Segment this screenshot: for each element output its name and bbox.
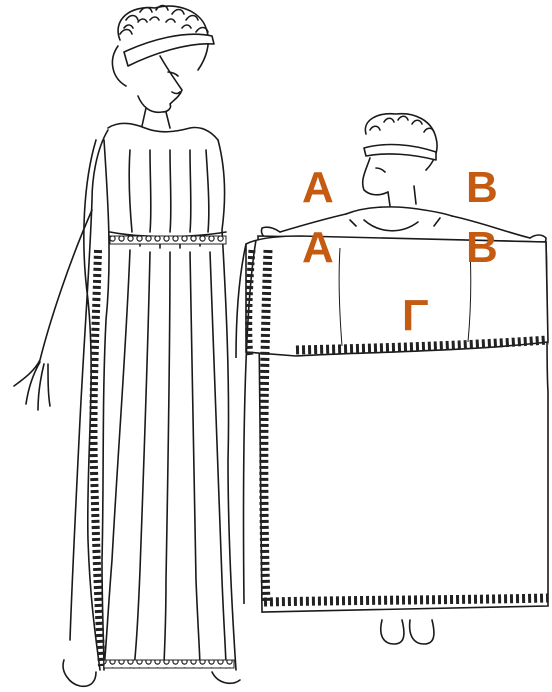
unfolded-chiton-cloth [236,236,548,612]
label-a-lower: Α [302,226,334,270]
label-gamma: Γ [402,294,428,338]
standing-woman-border [93,236,234,668]
label-a-upper: Α [302,166,334,210]
label-b-lower: Β [466,226,498,270]
standing-woman-figure [14,6,240,687]
label-b-upper: Β [466,166,498,210]
standing-woman-head [112,6,214,129]
